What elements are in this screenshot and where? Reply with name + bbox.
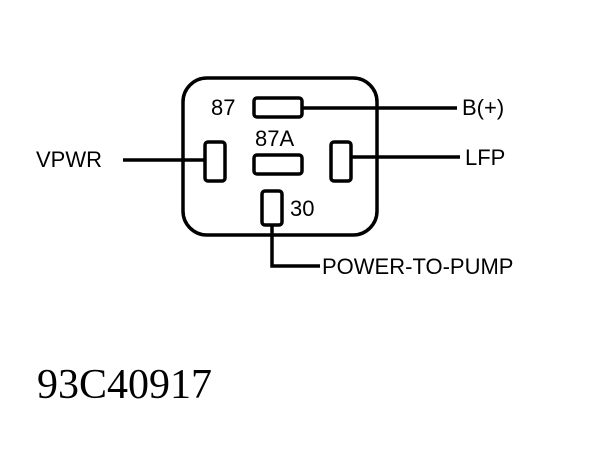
- terminal-slot-vpwr: [203, 140, 227, 183]
- label-power-to-pump: POWER-TO-PUMP: [322, 254, 513, 279]
- terminal-slot-lfp: [329, 140, 353, 183]
- wire-power-to-pump: [270, 225, 320, 268]
- label-b-plus: B(+): [462, 95, 504, 120]
- terminal-slot-87a: [252, 153, 304, 176]
- terminal-label-30: 30: [290, 196, 314, 221]
- terminal-slot-87: [252, 96, 304, 119]
- terminal-label-87a: 87A: [255, 126, 294, 151]
- terminal-slot-30: [260, 189, 284, 227]
- terminal-label-87: 87: [211, 95, 235, 120]
- label-vpwr: VPWR: [36, 147, 102, 172]
- figure-code: 93C40917: [37, 362, 212, 408]
- label-lfp: LFP: [465, 145, 505, 170]
